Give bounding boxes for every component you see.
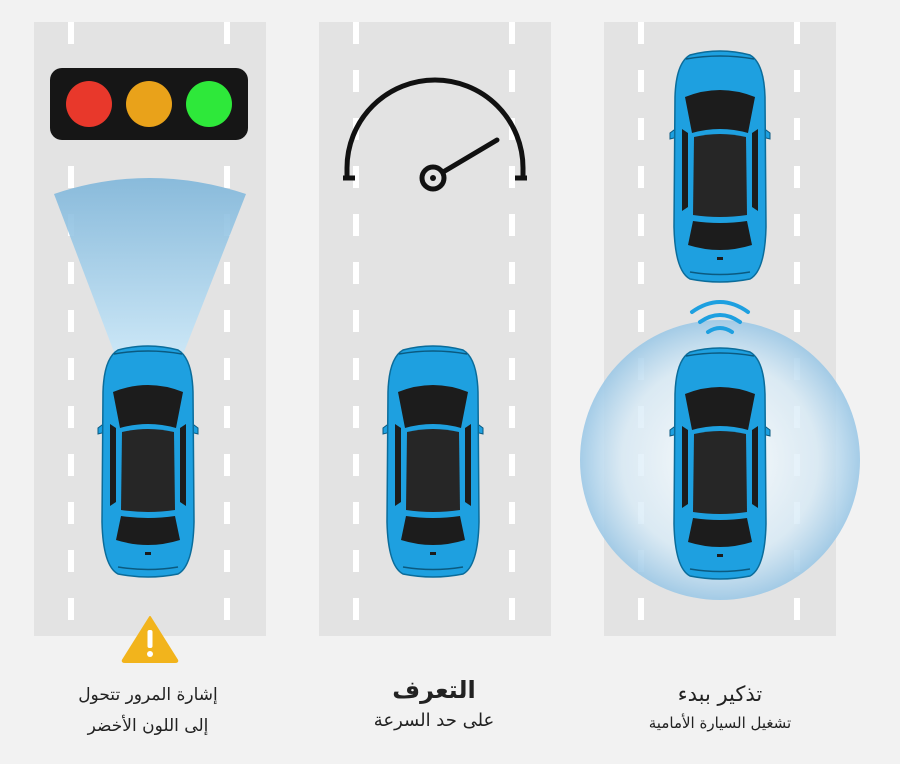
car-ahead [669,50,771,283]
lane-departure-reminder [580,22,860,636]
caption-speed-limit: التعرف على حد السرعة [294,674,574,736]
speedometer-icon [343,77,527,192]
warning-icon [121,616,179,663]
caption-line-2: إلى اللون الأخضر [87,716,209,736]
lane-markings [638,22,800,636]
signal-icon [690,300,750,334]
car [97,345,199,578]
caption-traffic-light: إشارة المرور تتحول إلى اللون الأخضر [8,680,288,742]
lane-traffic-light [34,22,266,636]
caption-line-2: على حد السرعة [373,710,495,731]
traffic-light-icon [50,68,248,140]
caption-departure-reminder: تذكير ببدء تشغيل السيارة الأمامية [580,678,860,736]
lane-speed-limit [319,22,551,636]
car [669,347,771,580]
caption-line-2: تشغيل السيارة الأمامية [648,714,792,732]
camera-beam [54,178,246,352]
caption-line-1: تذكير ببدء [677,682,763,706]
car [382,345,484,578]
caption-line-1: إشارة المرور تتحول [78,685,218,705]
caption-line-1: التعرف [392,676,476,704]
